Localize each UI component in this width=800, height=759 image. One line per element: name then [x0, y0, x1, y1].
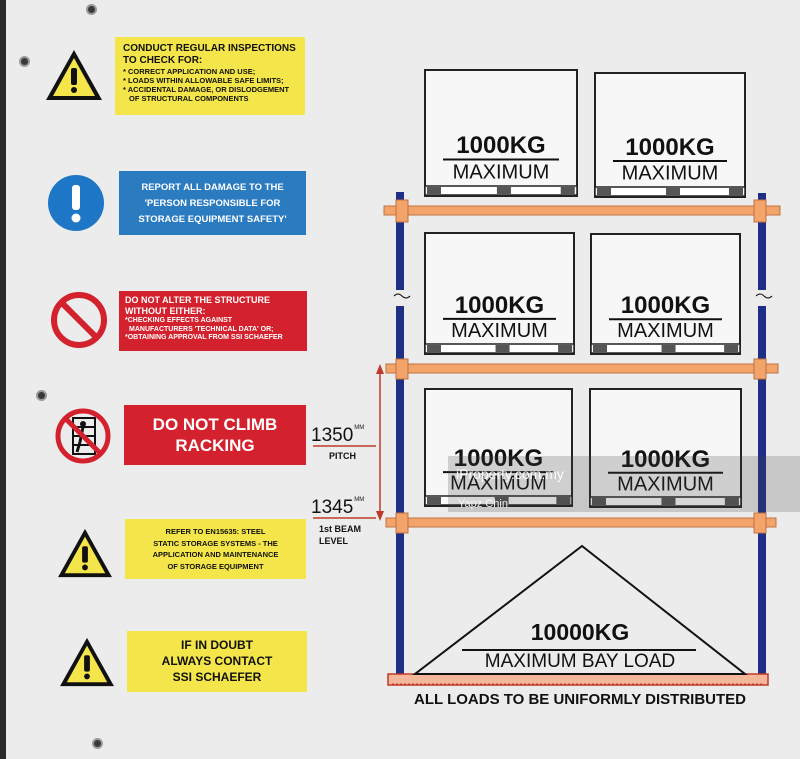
if-in-doubt-sign: IF IN DOUBT ALWAYS CONTACT SSI SCHAEFER: [127, 631, 307, 692]
screw: [19, 56, 30, 67]
prohibited-icon: [51, 292, 107, 348]
report-line: 'PERSON RESPONSIBLE FOR: [144, 198, 281, 209]
warning-icon: [46, 50, 102, 100]
report-line: STORAGE EQUIPMENT SAFETY': [138, 214, 287, 225]
pitch-value: 1350: [311, 425, 354, 446]
screw: [86, 4, 97, 15]
pitch-dimension: 1350MM: [311, 425, 364, 447]
do-not-alter-sign: DO NOT ALTER THE STRUCTURE WITHOUT EITHE…: [119, 291, 307, 351]
base-plate: [387, 673, 769, 686]
climb-line: RACKING: [175, 436, 255, 455]
no-climbing-icon: [55, 408, 111, 464]
first-beam-dimension: 1345MM: [311, 497, 364, 519]
refer-line: OF STORAGE EQUIPMENT: [167, 561, 264, 571]
doubt-line: ALWAYS CONTACT: [161, 654, 273, 668]
beams: [383, 199, 781, 534]
pitch-unit: MM: [354, 425, 365, 431]
screw: [92, 738, 103, 749]
en15635-sign: REFER TO EN15635: STEEL STATIC STORAGE S…: [125, 519, 306, 579]
first-beam-value: 1345: [311, 497, 354, 518]
load-label: MAXIMUM: [617, 473, 714, 495]
refer-line: APPLICATION AND MAINTENANCE: [152, 550, 279, 559]
inspection-item: * ACCIDENTAL DAMAGE, OR DISLODGEMENT: [123, 85, 290, 94]
dimension-lines: [313, 364, 384, 521]
doubt-line: IF IN DOUBT: [181, 638, 253, 652]
first-beam-caption: LEVEL: [319, 536, 349, 546]
watermark-band: [448, 456, 800, 512]
warning-icon: [58, 528, 112, 578]
load-label: MAXIMUM: [617, 320, 714, 342]
watermark-brand: iProperty.com.my: [456, 466, 564, 482]
bay-load-label: MAXIMUM BAY LOAD: [484, 651, 676, 672]
refer-line: STATIC STORAGE SYSTEMS - THE: [153, 538, 278, 548]
inspection-item: OF STRUCTURAL COMPONENTS: [129, 94, 249, 103]
load-weight: 1000KG: [456, 132, 545, 159]
right-upright: [758, 193, 766, 676]
do-not-climb-sign: DO NOT CLIMB RACKING: [124, 405, 306, 465]
pitch-caption: PITCH: [329, 451, 356, 461]
load-weight: 1000KG: [454, 445, 543, 472]
inspection-sign: CONDUCT REGULAR INSPECTIONS TO CHECK FOR…: [115, 37, 305, 115]
first-beam-unit: MM: [354, 497, 365, 503]
doubt-line: SSI SCHAEFER: [172, 670, 262, 684]
report-line: REPORT ALL DAMAGE TO THE: [141, 182, 284, 193]
inspection-title: CONDUCT REGULAR INSPECTIONS TO CHECK FOR…: [123, 43, 296, 66]
left-upright: [396, 192, 404, 676]
load-label: MAXIMUM: [622, 163, 719, 185]
report-damage-sign: REPORT ALL DAMAGE TO THE 'PERSON RESPONS…: [119, 171, 306, 235]
info-icon: [48, 175, 104, 231]
load-weight: 1000KG: [621, 292, 710, 319]
inspection-item: * LOADS WITHIN ALLOWABLE SAFE LIMITS;: [123, 76, 284, 85]
first-beam-caption: 1st BEAM: [319, 524, 362, 534]
watermark-author: Yapz Chin: [458, 498, 508, 510]
load-weight: 1000KG: [455, 292, 544, 319]
climb-line: DO NOT CLIMB: [152, 415, 278, 434]
load-weight: 1000KG: [621, 446, 710, 473]
bay-load-triangle: [412, 544, 748, 675]
alter-item: *CHECKING EFFECTS AGAINST: [125, 317, 233, 324]
bay-load-divider: [462, 649, 696, 651]
inspection-item: * CORRECT APPLICATION AND USE;: [123, 67, 256, 76]
alter-item: MANUFACTURERS 'TECHNICAL DATA' OR;: [129, 325, 274, 333]
load-label: MAXIMUM: [451, 320, 548, 342]
load-label: MAXIMUM: [453, 161, 550, 183]
screw: [36, 390, 47, 401]
bay-load-weight: 10000KG: [530, 619, 630, 645]
load-label: MAXIMUM: [450, 473, 547, 495]
refer-line: REFER TO EN15635: STEEL: [165, 527, 266, 536]
footer-note: ALL LOADS TO BE UNIFORMLY DISTRIBUTED: [414, 691, 746, 708]
alter-item: *OBTAINING APPROVAL FROM SSI SCHAEFER: [125, 334, 283, 341]
load-weight: 1000KG: [625, 134, 714, 161]
warning-icon: [60, 637, 114, 687]
alter-title: DO NOT ALTER THE STRUCTURE WITHOUT EITHE…: [125, 295, 270, 316]
